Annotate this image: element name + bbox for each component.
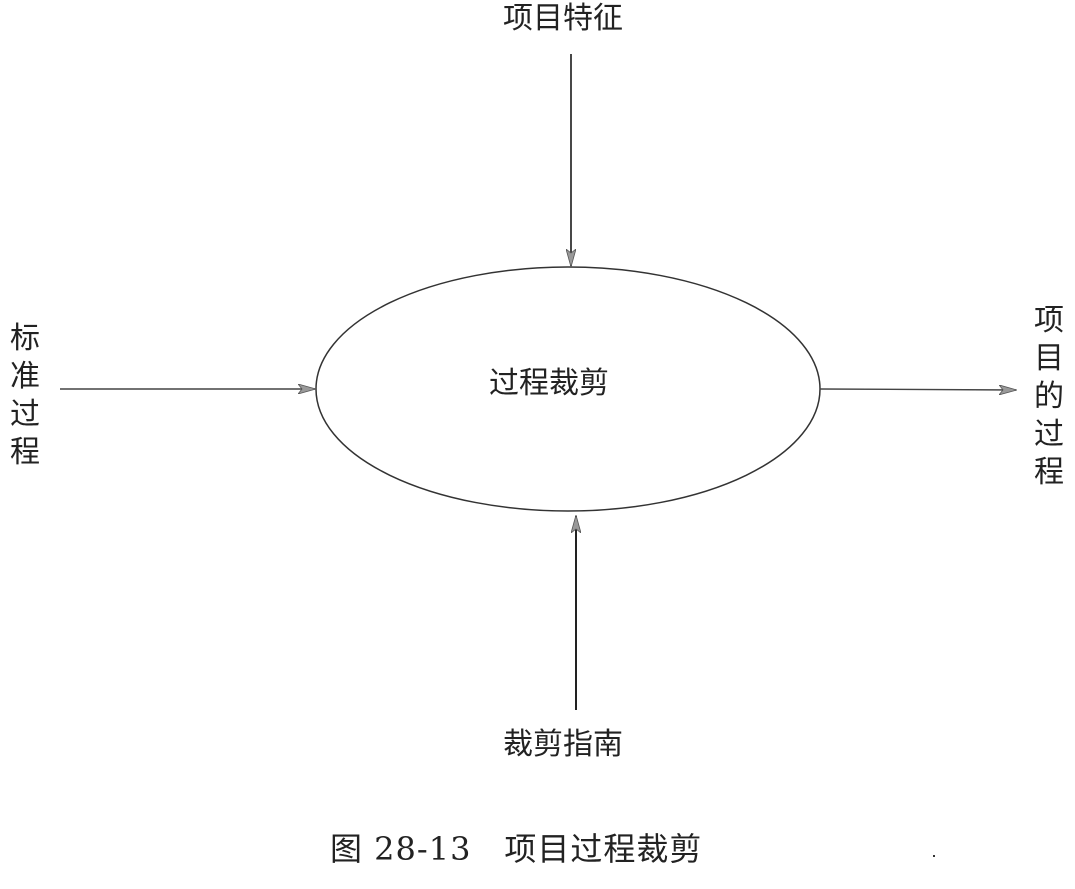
scan-speck xyxy=(933,855,935,857)
figure-caption: 图 28-13 项目过程裁剪 xyxy=(330,830,703,868)
arrow-center-to-right xyxy=(819,389,1016,390)
input-label-standard-process: 标准过程 xyxy=(10,321,40,470)
output-label-project-process: 项目的过程 xyxy=(1034,303,1064,490)
input-label-tailoring-guidelines: 裁剪指南 xyxy=(503,727,623,762)
center-node-label: 过程裁剪 xyxy=(489,366,609,401)
input-label-project-characteristics: 项目特征 xyxy=(503,1,623,36)
